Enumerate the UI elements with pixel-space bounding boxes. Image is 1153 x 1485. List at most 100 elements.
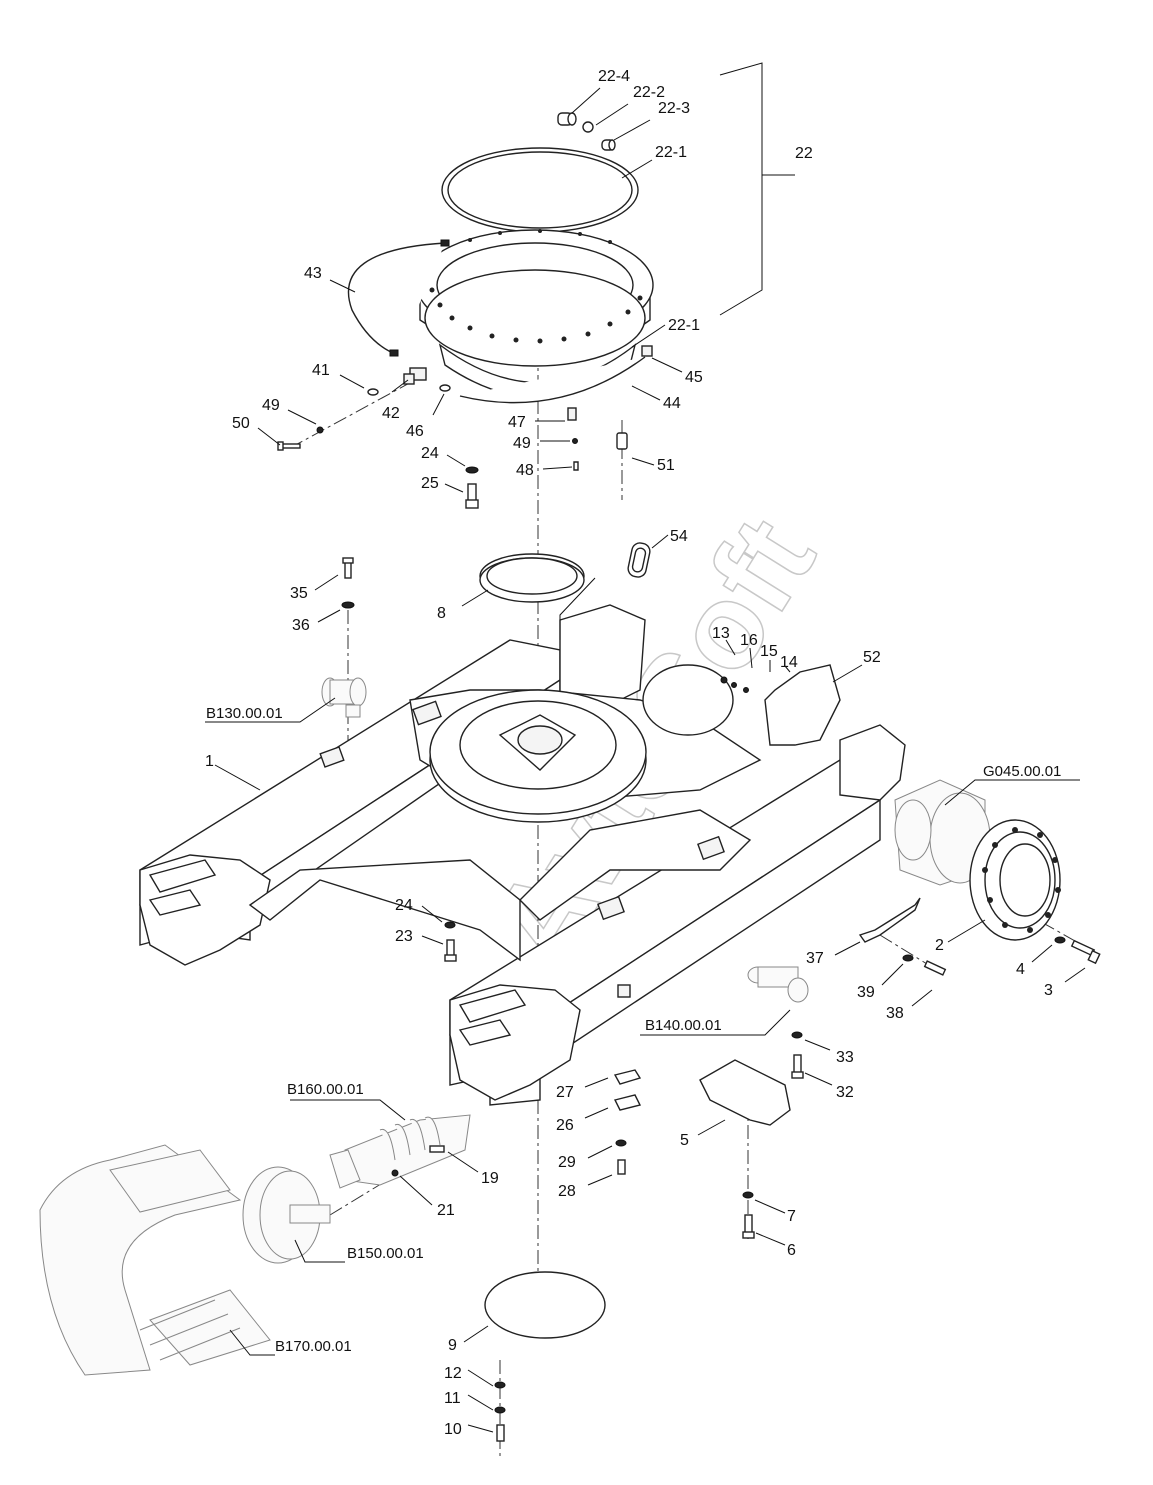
pin-51 bbox=[616, 432, 628, 450]
bolt-6 bbox=[742, 1214, 755, 1239]
callout-22-1-top: 22-1 bbox=[655, 144, 687, 161]
callout-54: 54 bbox=[670, 528, 688, 545]
callout-46: 46 bbox=[406, 423, 424, 440]
subassembly-references: B130.00.01 G045.00.01 B140.00.01 B160.00… bbox=[206, 705, 1061, 1355]
callout-50: 50 bbox=[232, 415, 250, 432]
callout-22-2: 22-2 bbox=[633, 84, 665, 101]
callout-49-left: 49 bbox=[262, 397, 280, 414]
washer-11 bbox=[494, 1406, 506, 1414]
callout-24-center: 24 bbox=[395, 897, 413, 914]
callout-49-center: 49 bbox=[513, 435, 531, 452]
swing-bearing-assembly bbox=[416, 147, 654, 399]
grease-hose-43 bbox=[347, 242, 446, 356]
callout-52: 52 bbox=[863, 649, 881, 666]
callout-19: 19 bbox=[481, 1170, 499, 1187]
bracket-5 bbox=[699, 1059, 791, 1126]
ref-b170: B170.00.01 bbox=[275, 1338, 352, 1355]
carrier-roller-b130 bbox=[321, 677, 367, 718]
plate-27 bbox=[613, 1069, 642, 1085]
callout-8: 8 bbox=[437, 605, 446, 622]
callout-43: 43 bbox=[304, 265, 322, 282]
nut-21 bbox=[391, 1169, 399, 1177]
callout-15: 15 bbox=[760, 643, 778, 660]
sprocket-2 bbox=[969, 819, 1061, 941]
callout-42: 42 bbox=[382, 405, 400, 422]
bolt-35 bbox=[342, 557, 354, 579]
callout-41: 41 bbox=[312, 362, 330, 379]
callout-4: 4 bbox=[1016, 961, 1025, 978]
callout-5: 5 bbox=[680, 1132, 689, 1149]
washer-39 bbox=[902, 954, 914, 962]
washer-33 bbox=[791, 1031, 803, 1039]
washer-29 bbox=[615, 1139, 627, 1147]
leader-lines bbox=[205, 62, 1086, 1433]
bushing-22-3 bbox=[601, 139, 616, 151]
callout-51: 51 bbox=[657, 457, 675, 474]
callout-11: 11 bbox=[444, 1390, 461, 1407]
callout-27: 27 bbox=[556, 1084, 574, 1101]
track-roller-b140 bbox=[747, 966, 809, 1003]
screw-48 bbox=[573, 461, 579, 471]
washer-4 bbox=[1054, 936, 1066, 944]
callout-16: 16 bbox=[740, 632, 758, 649]
callout-7: 7 bbox=[787, 1208, 796, 1225]
track-guard-37 bbox=[858, 897, 921, 943]
callout-labels: 22-4 22-2 22-3 22-1 22 22-1 43 41 42 49 … bbox=[205, 68, 1053, 1438]
callout-12: 12 bbox=[444, 1365, 462, 1382]
callout-9: 9 bbox=[448, 1337, 457, 1354]
bolts-14-16 bbox=[720, 676, 749, 693]
callout-39: 39 bbox=[857, 984, 875, 1001]
callout-2: 2 bbox=[935, 937, 944, 954]
washer-24-top bbox=[465, 466, 479, 474]
bolt-3 bbox=[1070, 939, 1101, 965]
bolt-25 bbox=[465, 483, 479, 509]
ref-b150: B150.00.01 bbox=[347, 1245, 424, 1262]
fitting-43-top bbox=[440, 239, 450, 247]
fitting-43-bottom bbox=[389, 349, 399, 357]
washer-12 bbox=[494, 1381, 506, 1389]
ref-g045: G045.00.01 bbox=[983, 763, 1061, 780]
callout-22-4: 22-4 bbox=[598, 68, 630, 85]
callout-6: 6 bbox=[787, 1242, 796, 1259]
axis-line-41 bbox=[289, 379, 416, 449]
undercarriage-frame bbox=[139, 604, 906, 1106]
ref-b130: B130.00.01 bbox=[206, 705, 283, 722]
bolt-23 bbox=[444, 939, 457, 962]
plug-46 bbox=[439, 384, 451, 392]
bolt-50 bbox=[277, 441, 301, 451]
bolt-10 bbox=[496, 1424, 505, 1442]
callout-32: 32 bbox=[836, 1084, 854, 1101]
callout-35: 35 bbox=[290, 585, 308, 602]
callout-3: 3 bbox=[1044, 982, 1053, 999]
clip-47 bbox=[567, 407, 577, 421]
cover-plate-52 bbox=[764, 664, 841, 746]
ref-b160: B160.00.01 bbox=[287, 1081, 364, 1098]
washer-7 bbox=[742, 1191, 754, 1199]
callout-1: 1 bbox=[205, 753, 214, 770]
cover-plate-9 bbox=[484, 1271, 606, 1339]
callout-25: 25 bbox=[421, 475, 439, 492]
plate-26 bbox=[613, 1094, 642, 1111]
ref-b140: B140.00.01 bbox=[645, 1017, 722, 1034]
callout-33: 33 bbox=[836, 1049, 854, 1066]
washer-36 bbox=[341, 601, 355, 609]
front-idler-b150 bbox=[242, 1166, 331, 1264]
bolt-19 bbox=[429, 1145, 445, 1153]
callout-13: 13 bbox=[712, 625, 730, 642]
track-chain-b170 bbox=[39, 1144, 271, 1376]
callout-22-1-bottom: 22-1 bbox=[668, 317, 700, 334]
callout-45: 45 bbox=[685, 369, 703, 386]
callout-21: 21 bbox=[437, 1202, 455, 1219]
bracket-42 bbox=[403, 367, 427, 385]
callout-22-3: 22-3 bbox=[658, 100, 690, 117]
plug-41 bbox=[367, 388, 379, 396]
washer-49-center bbox=[572, 438, 578, 444]
bolt-38 bbox=[923, 960, 947, 976]
callout-22: 22 bbox=[795, 145, 813, 162]
callout-37: 37 bbox=[806, 950, 824, 967]
washer-24-center bbox=[444, 921, 456, 929]
recoil-spring-b160 bbox=[329, 1114, 471, 1189]
bolt-28 bbox=[617, 1159, 626, 1175]
callout-44: 44 bbox=[663, 395, 681, 412]
